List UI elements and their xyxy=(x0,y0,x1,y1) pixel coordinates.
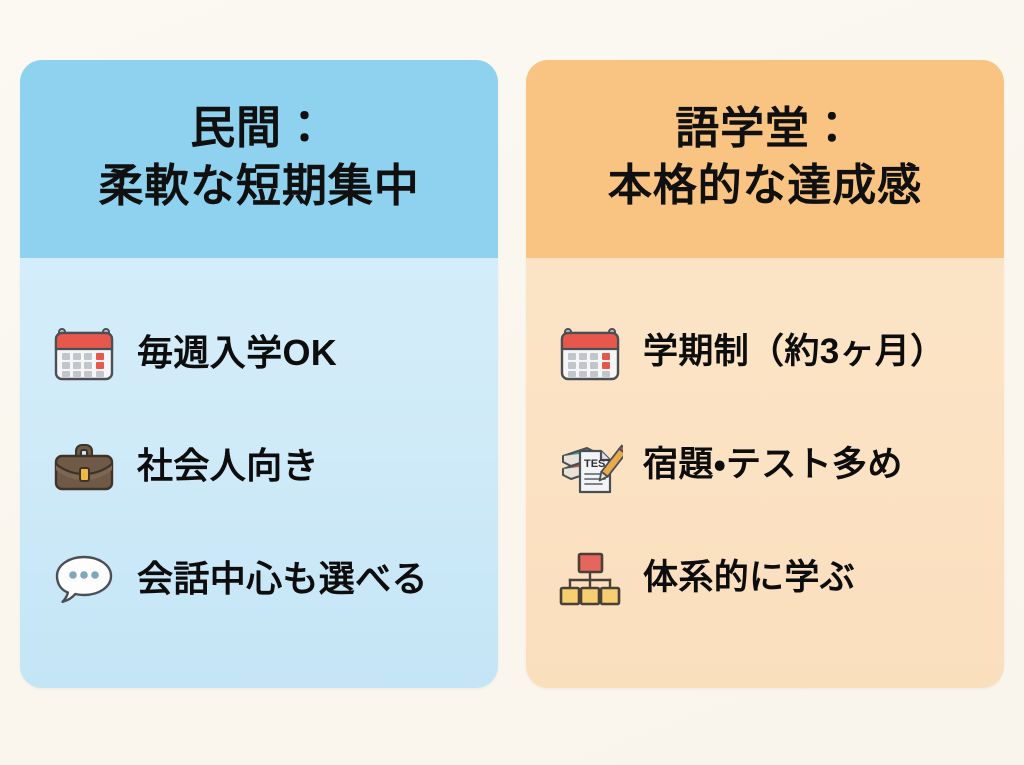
comparison-cards: 民間： 柔軟な短期集中 xyxy=(20,60,1004,688)
books-test-pencil-icon: TEST xyxy=(554,430,626,502)
card-private-school-header: 民間： 柔軟な短期集中 xyxy=(20,60,498,258)
card-private-school-title-line1: 民間： xyxy=(190,101,328,153)
org-chart-icon xyxy=(554,543,626,615)
feature-label: 社会人向き xyxy=(137,444,319,486)
calendar-icon xyxy=(554,317,626,389)
feature-label: 毎週入学OK xyxy=(137,331,338,373)
card-language-institute: 語学堂： 本格的な達成感 xyxy=(526,60,1004,688)
feature-list-language-institute: 学期制（約3ヶ月） xyxy=(526,296,1004,635)
card-language-institute-header: 語学堂： 本格的な達成感 xyxy=(526,60,1004,258)
list-item: 体系的に学ぶ xyxy=(526,522,1004,635)
card-private-school-body: 毎週入学OK 社会人向き xyxy=(20,258,498,688)
feature-list-private-school: 毎週入学OK 社会人向き xyxy=(20,296,498,635)
card-language-institute-title-line2: 本格的な達成感 xyxy=(607,161,923,210)
calendar-icon xyxy=(48,317,120,389)
list-item: TEST xyxy=(526,409,1004,522)
feature-label: 宿題・テスト多め xyxy=(643,445,903,485)
feature-label: 体系的に学ぶ xyxy=(643,558,856,598)
card-private-school-title-line2: 柔軟な短期集中 xyxy=(98,160,420,211)
feature-label: 学期制（約3ヶ月） xyxy=(643,332,946,372)
card-private-school: 民間： 柔軟な短期集中 xyxy=(20,60,498,688)
speech-balloon-icon xyxy=(48,543,120,615)
briefcase-icon xyxy=(48,430,120,502)
card-language-institute-body: 学期制（約3ヶ月） xyxy=(526,258,1004,688)
list-item: 毎週入学OK xyxy=(20,296,498,409)
feature-label: 会話中心も選べる xyxy=(137,557,428,599)
list-item: 社会人向き xyxy=(20,409,498,522)
list-item: 学期制（約3ヶ月） xyxy=(526,296,1004,409)
card-language-institute-title-line1: 語学堂： xyxy=(675,103,855,153)
list-item: 会話中心も選べる xyxy=(20,522,498,635)
